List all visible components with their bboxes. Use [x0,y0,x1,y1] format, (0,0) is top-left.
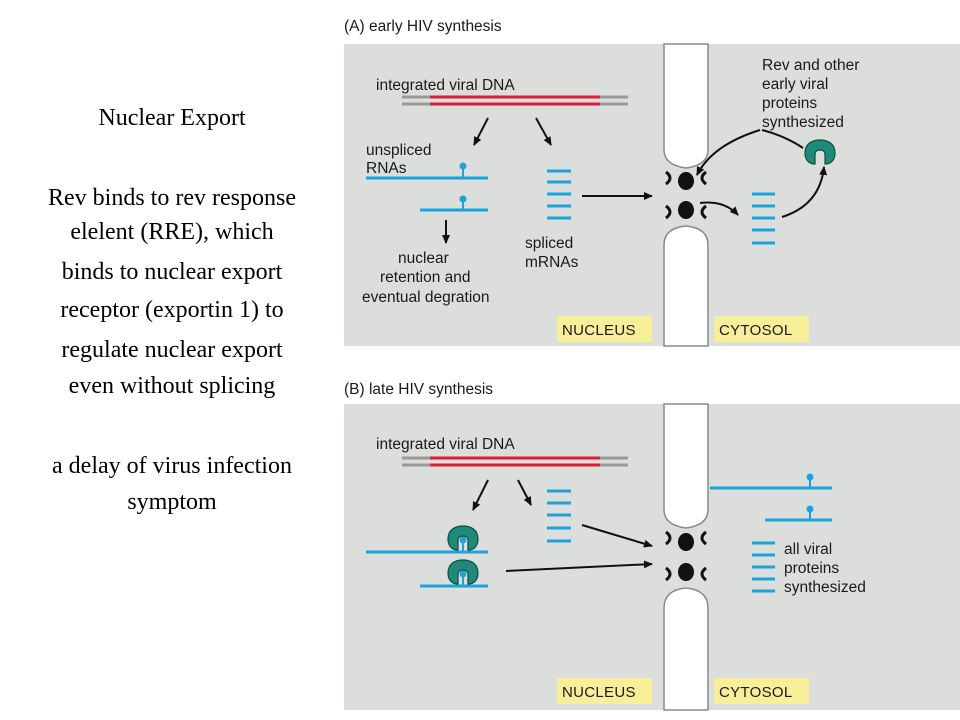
left-explanation: Nuclear Export Rev binds to rev response… [0,0,344,720]
arrow-dna-to-unspliced-b [472,479,489,511]
retention-label-2: retention and [380,269,471,286]
nuclear-envelope-a [663,43,709,347]
cytosol-unspliced-rna-b [710,473,832,522]
arrow-dna-to-unspliced-a [473,117,489,146]
description-line-1: Rev binds to rev response [48,185,296,211]
viral-dna-b [402,456,628,467]
rev-bound-rna-b [366,525,488,588]
rev-label-4: synthesized [762,114,844,131]
panel-b-dna-label: integrated viral DNA [376,436,515,453]
cytosol-spliced-mrna-b [752,541,775,593]
cytosol-mrna-a [752,192,775,245]
exportin-b-1 [678,533,694,551]
exportin-a-2 [678,201,694,219]
description-line-6: even without splicing [68,373,276,399]
arrow-to-rev-protein-a [781,166,828,218]
spliced-label-2: mRNAs [525,254,579,271]
panel-a: (A) early HIV synthesis integrated viral… [344,18,960,347]
exportin-a-1 [678,172,694,190]
panel-b-title: (B) late HIV synthesis [344,381,493,398]
panel-a-dna-label: integrated viral DNA [376,77,515,94]
proteins-label-3: synthesized [784,579,866,596]
nucleus-label-b: NUCLEUS [562,684,636,701]
panel-b-background [344,404,960,710]
unspliced-label-2: RNAs [366,160,407,177]
arrow-pore-to-cytosol-a [699,201,739,216]
rev-return-line-a [761,129,804,149]
rev-label-3: proteins [762,95,817,112]
rev-label-2: early viral [762,76,828,93]
spliced-label-1: spliced [525,235,573,252]
nucleus-label-box-a [557,316,652,342]
slide-title: Nuclear Export [98,105,246,131]
panel-b: (B) late HIV synthesis integrated viral … [344,381,960,711]
spliced-mrna-a [547,169,571,220]
unspliced-rna-a [366,162,488,212]
arrow-unspliced-to-pore-b [505,560,653,572]
description-line-3: binds to nuclear export [61,259,283,285]
cytosol-label-a: CYTOSOL [719,322,793,339]
proteins-label-2: proteins [784,560,839,577]
rev-label-1: Rev and other [762,57,859,74]
description-line-5: regulate nuclear export [61,337,283,363]
unspliced-label-1: unspliced [366,142,432,159]
spliced-mrna-b [547,489,571,543]
cytosol-label-box-a [714,316,809,342]
arrow-rev-to-pore-a [696,129,761,176]
arrow-dna-to-spliced-b [517,479,532,506]
nucleus-label-box-b [557,678,652,704]
viral-dna-a [402,95,628,106]
nucleus-label-a: NUCLEUS [562,322,636,339]
arrow-dna-to-spliced-a [535,117,552,146]
cytosol-label-b: CYTOSOL [719,684,793,701]
description-line-4: receptor (exportin 1) to [60,297,284,323]
note-line-2: symptom [127,489,217,515]
note-line-1: a delay of virus infection [52,453,292,479]
exportin-b-2 [678,563,694,581]
nuclear-envelope-b [663,403,709,711]
retention-label-1: nuclear [398,250,449,267]
panel-a-title: (A) early HIV synthesis [344,18,502,35]
cytosol-label-box-b [714,678,809,704]
description-line-2: elelent (RRE), which [70,219,274,245]
proteins-label-1: all viral [784,541,832,558]
retention-label-3: eventual degration [362,289,490,306]
arrow-spliced-to-pore-b [581,524,653,548]
